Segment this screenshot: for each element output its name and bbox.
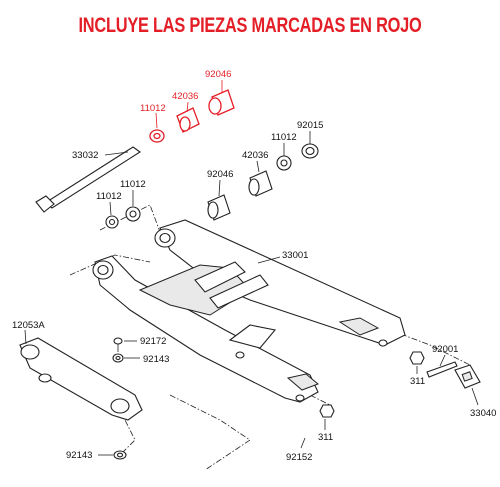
label-red-42036: 42036 (172, 91, 198, 102)
label-92143-lower: 92143 (66, 450, 92, 461)
label-92015: 92015 (297, 120, 323, 131)
label-42036: 42036 (242, 150, 268, 161)
label-11012-right: 11012 (271, 132, 297, 143)
part-labels: 92046 42036 11012 33032 92015 11012 4203… (12, 69, 496, 463)
label-12053A: 12053A (12, 320, 45, 331)
assembly-lines (69, 204, 471, 471)
label-red-11012: 11012 (140, 103, 166, 114)
chain-guide-12053A (19, 329, 143, 421)
axle-shaft-33032 (35, 146, 141, 213)
label-92001: 92001 (432, 344, 458, 355)
label-92152: 92152 (286, 452, 312, 463)
label-92143-upper: 92143 (143, 354, 169, 365)
page-title: INCLUYE LAS PIEZAS MARCADAS EN ROJO (78, 14, 422, 37)
label-red-92046: 92046 (205, 69, 231, 80)
small-fasteners-left (98, 337, 140, 460)
pivot-parts-left (105, 179, 231, 229)
swingarm-33001 (92, 219, 406, 403)
highlighted-parts (149, 80, 235, 143)
label-92172: 92172 (140, 336, 166, 347)
label-33001: 33001 (282, 250, 308, 261)
label-11012-left: 11012 (96, 191, 122, 202)
label-33040: 33040 (470, 408, 496, 419)
label-92046: 92046 (207, 169, 233, 180)
label-311-right: 311 (410, 376, 425, 387)
small-fasteners-right (300, 351, 481, 449)
label-33032: 33032 (72, 150, 98, 161)
label-311-lower: 311 (318, 432, 333, 443)
pivot-parts-right (248, 131, 319, 197)
label-11012-mid: 11012 (120, 179, 146, 190)
